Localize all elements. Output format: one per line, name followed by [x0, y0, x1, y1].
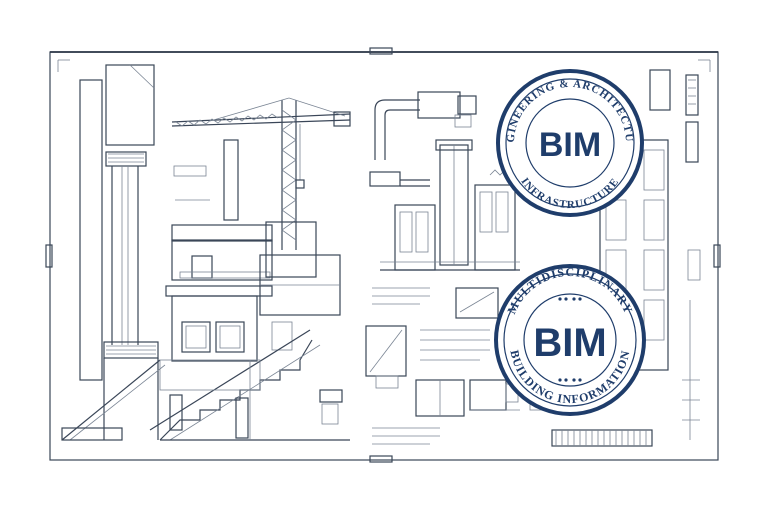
star-decoration	[558, 297, 582, 382]
tower-crane	[171, 97, 351, 250]
column-hatch-top	[108, 153, 144, 163]
tall-column-structure	[61, 64, 166, 441]
staircase	[149, 329, 350, 441]
text-blocks	[365, 287, 499, 445]
bim-stamp-bottom: MULTIDISCIPLINARY BUILDING INFORMATION B…	[494, 264, 646, 416]
drawing-frame	[45, 47, 721, 463]
industrial-plant	[369, 91, 520, 271]
center-building	[165, 139, 341, 362]
bim-stamp-top: ENGINEERING & ARCHITECTURE INFRASTRUCTUR…	[0, 0, 644, 217]
stamp-bottom-center-text: BIM	[533, 321, 606, 365]
stamp-top-center-text: BIM	[539, 126, 601, 164]
machine-unit	[415, 379, 520, 417]
